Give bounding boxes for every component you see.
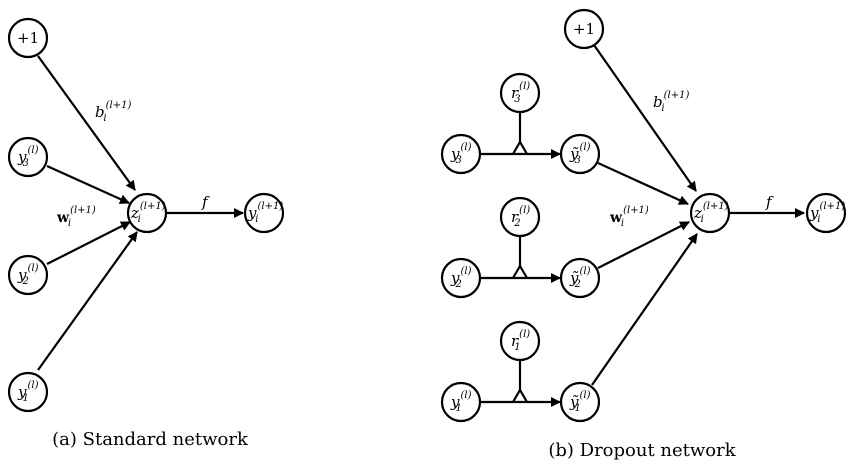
sum-node (126, 192, 168, 234)
input-node-y2-label: y(l)2 (17, 263, 39, 287)
thinned-node-y3-label: ỹ(l)3 (569, 142, 591, 166)
dropout-network: +1 r(l)3 r(l)2 r(l)1 y(l)3 y(l)2 y(l)1 ỹ… (440, 8, 847, 461)
edge-thinned2-to-sum (597, 221, 690, 269)
edge-thinned3-to-sum (597, 161, 689, 206)
caption-b: (b) Dropout network (548, 440, 736, 461)
input-node-y3-label: y(l)3 (17, 145, 39, 169)
mask-node-r1-label: r(l)1 (511, 329, 530, 353)
input-node-y3 (7, 136, 49, 178)
caption-a: (a) Standard network (52, 429, 249, 450)
bias-weight-label: b(l+1)i (95, 100, 131, 124)
edge-y1-to-sum (37, 231, 138, 371)
weight-vector-label: w(l+1)i (56, 205, 96, 229)
input-node-y1 (440, 381, 482, 423)
bias-weight-label: b(l+1)i (653, 90, 689, 114)
edge-y2-to-sum (46, 221, 131, 265)
sum-node-label: z(l+1)i (130, 201, 166, 225)
thinned-node-y3 (559, 133, 601, 175)
input-node-y3 (440, 133, 482, 175)
bias-node-label: +1 (17, 29, 39, 47)
mask-node-r2-label: r(l)2 (511, 205, 530, 229)
mask-node-r2 (499, 196, 541, 238)
input-node-y1-label: y(l)1 (17, 380, 39, 404)
output-node (243, 192, 285, 234)
input-node-y1-label: y(l)1 (450, 390, 472, 414)
mask-connectors (512, 112, 528, 403)
edge-y3-to-sum (46, 164, 130, 205)
input-node-y2-label: y(l)2 (450, 266, 472, 290)
mask-gate-3 (512, 139, 528, 155)
output-node (805, 192, 847, 234)
output-node-label: y(l+1)i (809, 201, 845, 225)
input-node-y1 (7, 371, 49, 413)
activation-label: f (765, 193, 774, 211)
mask-node-r1 (499, 320, 541, 362)
bias-node (563, 8, 605, 50)
bias-node (7, 17, 49, 59)
sum-node-label: z(l+1)i (693, 201, 729, 225)
bias-node-label: +1 (573, 20, 595, 38)
output-node-label: y(l+1)i (247, 201, 283, 225)
edge-bias-to-sum (593, 44, 697, 192)
thinned-node-y1-label: ỹ(l)1 (569, 390, 591, 414)
mask-gate-2 (512, 263, 528, 279)
input-node-y2 (7, 254, 49, 296)
mask-gate-1 (512, 387, 528, 403)
thinned-node-y1 (559, 381, 601, 423)
standard-network: +1 y(l)3 y(l)2 y(l)1 z(l+1)i y(l+1)i b(l… (7, 17, 285, 450)
edge-bias-to-sum (37, 55, 136, 191)
sum-node (689, 192, 731, 234)
activation-label: f (201, 193, 210, 211)
input-node-y3-label: y(l)3 (450, 142, 472, 166)
mask-node-r3-label: r(l)3 (511, 81, 530, 105)
thinned-node-y2-label: ỹ(l)2 (569, 266, 591, 290)
weight-vector-label: w(l+1)i (609, 205, 649, 229)
edge-thinned1-to-sum (591, 233, 698, 386)
input-node-y2 (440, 257, 482, 299)
mask-node-r3 (499, 72, 541, 114)
thinned-node-y2 (559, 257, 601, 299)
